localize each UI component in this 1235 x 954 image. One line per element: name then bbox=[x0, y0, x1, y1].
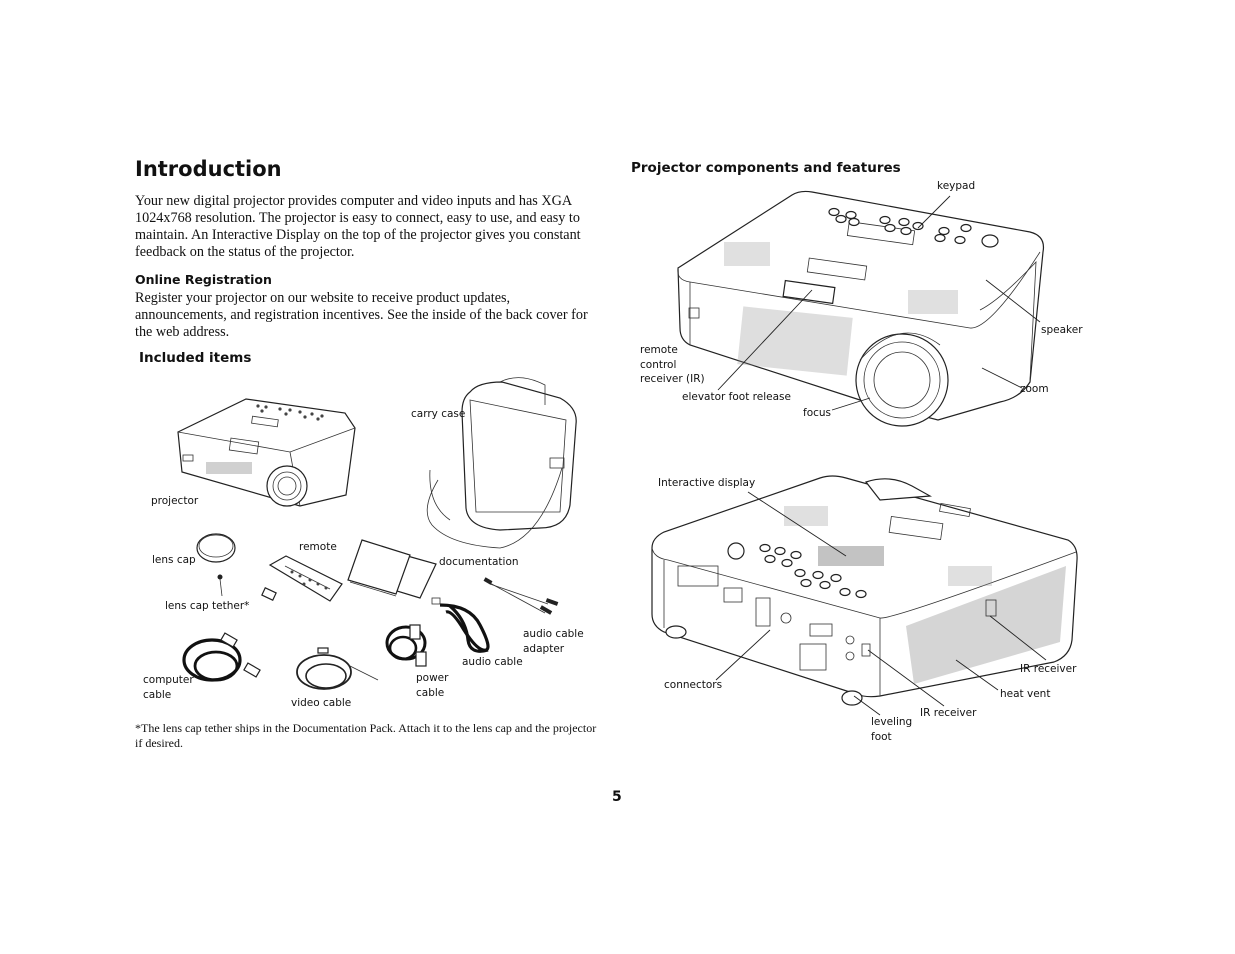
label-focus: focus bbox=[803, 407, 832, 419]
remote-illustration bbox=[261, 555, 343, 602]
label-interactive-display: Interactive display bbox=[658, 477, 756, 489]
footnote: *The lens cap tether ships in the Docume… bbox=[135, 721, 597, 750]
projector-illustration bbox=[177, 398, 356, 507]
label-projector: projector bbox=[151, 495, 199, 507]
label-video-cable: video cable bbox=[291, 697, 352, 709]
label-elevator-foot-release: elevator foot release bbox=[682, 391, 791, 403]
label-lens-cap-tether: lens cap tether* bbox=[165, 600, 250, 612]
audio-cable-adapter-illustration bbox=[483, 577, 559, 615]
label-connectors: connectors bbox=[664, 679, 723, 691]
label-documentation: documentation bbox=[439, 556, 519, 568]
carry-case-illustration bbox=[426, 377, 577, 549]
included-items-heading: Included items bbox=[139, 350, 252, 366]
online-registration-heading: Online Registration bbox=[135, 272, 272, 287]
label-computer-cable: computer cable bbox=[143, 674, 194, 701]
front-projector-illustration bbox=[677, 190, 1045, 427]
label-leveling-foot: leveling foot bbox=[871, 716, 913, 743]
label-heat-vent: heat vent bbox=[1000, 688, 1051, 700]
label-audio-cable-adapter: audio cable adapter bbox=[523, 628, 584, 655]
audio-cable-illustration bbox=[431, 597, 490, 653]
components-heading: Projector components and features bbox=[631, 160, 901, 176]
label-lens-cap: lens cap bbox=[152, 554, 196, 566]
label-ir-receiver-bottom: IR receiver bbox=[920, 707, 977, 719]
documentation-illustration bbox=[347, 539, 437, 599]
label-remote: remote bbox=[299, 541, 337, 553]
label-remote-control-receiver: remote control receiver (IR) bbox=[640, 344, 705, 385]
label-audio-cable: audio cable bbox=[462, 656, 523, 668]
rear-projector-illustration bbox=[651, 475, 1078, 706]
page-title: Introduction bbox=[135, 157, 282, 181]
label-carry-case: carry case bbox=[411, 408, 466, 420]
computer-cable-illustration bbox=[182, 632, 261, 682]
lens-cap-illustration bbox=[196, 533, 236, 597]
label-zoom: zoom bbox=[1020, 383, 1049, 395]
intro-paragraph: Your new digital projector provides comp… bbox=[135, 193, 581, 260]
label-keypad: keypad bbox=[937, 180, 976, 192]
page-number: 5 bbox=[612, 789, 622, 805]
label-speaker: speaker bbox=[1041, 324, 1083, 336]
label-power-cable: power cable bbox=[416, 672, 449, 699]
online-registration-text: Register your projector on our website t… bbox=[135, 290, 588, 340]
label-ir-receiver-right: IR receiver bbox=[1020, 663, 1077, 675]
power-cable-illustration bbox=[385, 624, 427, 667]
video-cable-illustration bbox=[296, 647, 379, 690]
leader-lines bbox=[715, 195, 1047, 716]
